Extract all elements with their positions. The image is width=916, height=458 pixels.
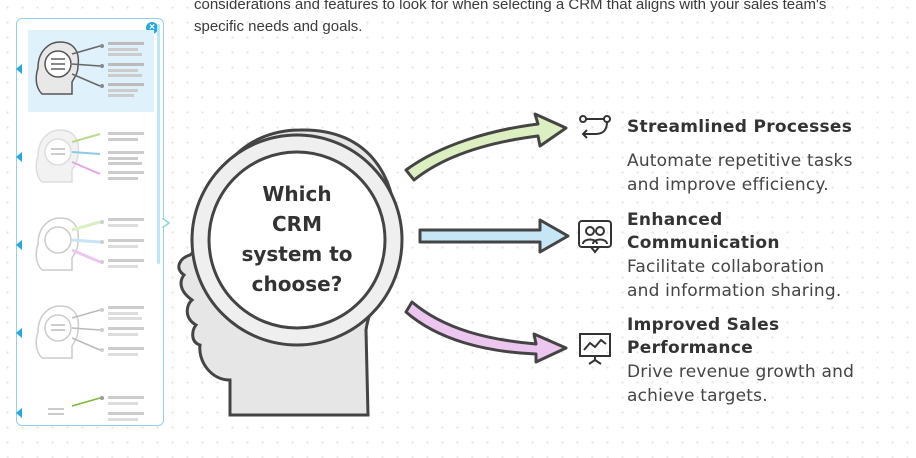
center-question-line-2: CRM <box>272 212 322 236</box>
arrow-communication <box>418 218 570 254</box>
center-question-line-4: choose? <box>252 272 343 296</box>
feature-description-line: and information sharing. <box>627 281 842 301</box>
feature-description-line: achieve targets. <box>627 386 768 406</box>
thumbnail-arrow-icon <box>16 408 22 418</box>
thumbnail-preview <box>35 41 144 97</box>
feature-title-line: Communication <box>627 233 780 253</box>
feature-title: Streamlined Processes <box>627 117 853 137</box>
diagram-thumbnail-2[interactable] <box>16 118 154 200</box>
thumbnail-arrow-icon <box>16 240 22 250</box>
thumbnail-preview <box>48 396 144 421</box>
center-question-line-1: Which <box>262 182 331 206</box>
feature-description-line: and improve efficiency. <box>627 175 829 195</box>
diagram-thumbnail-4[interactable] <box>16 294 154 376</box>
feature-streamlined-processes: Streamlined Processes Automate repetitiv… <box>627 116 853 197</box>
feature-title-line: Improved Sales <box>627 315 780 335</box>
diagram-thumbnail-5[interactable] <box>16 382 154 422</box>
diagram-thumbnail-3[interactable] <box>16 206 154 288</box>
feature-title-line: Enhanced <box>627 210 723 230</box>
arrow-streamlined <box>404 112 568 182</box>
intro-paragraph: considerations and features to look for … <box>194 0 827 35</box>
thumbnail-preview <box>35 305 144 359</box>
feature-description-line: Automate repetitive tasks <box>627 151 853 171</box>
center-question-line-3: system to <box>241 242 352 266</box>
panel-pointer <box>162 218 170 228</box>
panel-scrollbar[interactable] <box>157 24 160 264</box>
thumbnail-preview <box>35 217 144 271</box>
feature-description-line: Facilitate collaboration <box>627 257 825 277</box>
feature-improved-sales-performance: Improved Sales Performance Drive revenue… <box>627 314 854 408</box>
thumbnail-arrow-icon <box>16 328 22 338</box>
feature-title-line: Performance <box>627 338 754 358</box>
presentation-chart-icon <box>579 333 611 365</box>
diagram-thumbnail-1[interactable] <box>16 30 154 112</box>
thumbnail-preview <box>35 129 144 183</box>
arrow-sales-performance <box>404 300 568 364</box>
people-icon <box>578 220 612 254</box>
selected-arrow-icon <box>16 64 22 74</box>
thumbnail-arrow-icon <box>16 152 22 162</box>
workflow-icon <box>579 115 611 139</box>
feature-description-line: Drive revenue growth and <box>627 362 855 382</box>
feature-enhanced-communication: Enhanced Communication Facilitate collab… <box>627 209 841 303</box>
head-diagram: Which CRM system to choose? <box>177 112 570 417</box>
